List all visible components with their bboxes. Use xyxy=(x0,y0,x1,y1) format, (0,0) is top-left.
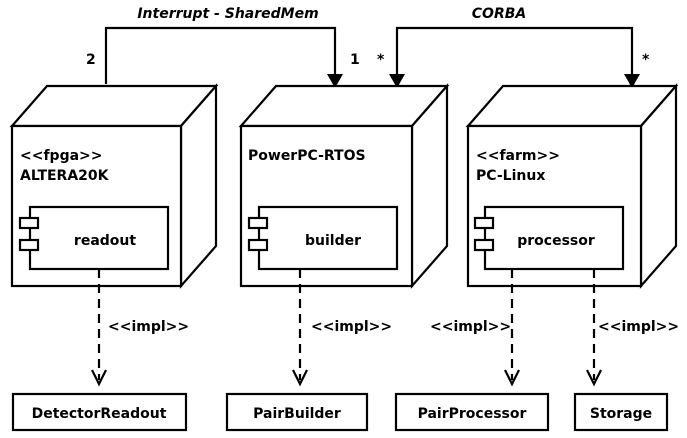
artifact-label: DetectorReadout xyxy=(32,406,167,422)
arrowhead-icon xyxy=(327,74,343,88)
component-box xyxy=(257,205,399,271)
connection-interrupt-sharedmem: Interrupt - SharedMem 2 1 xyxy=(86,6,360,88)
node-stereotype: <<farm>> xyxy=(476,148,560,164)
component-port-icon xyxy=(473,216,495,230)
node-name: PowerPC-RTOS xyxy=(248,148,366,164)
node-pc-linux: <<farm>> PC-Linux processor xyxy=(465,83,679,289)
arrowhead-icon xyxy=(91,369,107,387)
dependency-detectorreadout: <<impl>> xyxy=(91,269,189,387)
connection-corba-line xyxy=(395,26,634,88)
component-builder: builder xyxy=(247,205,399,271)
component-label: readout xyxy=(74,233,136,249)
dependency-storage: <<impl>> xyxy=(586,269,679,387)
multiplicity-label: * xyxy=(377,52,385,68)
artifact-label: PairProcessor xyxy=(418,406,527,422)
connection-label: Interrupt - SharedMem xyxy=(137,6,318,22)
connection-corba: CORBA * * xyxy=(377,6,650,88)
artifact-pairprocessor: PairProcessor xyxy=(394,392,550,432)
artifact-pairbuilder: PairBuilder xyxy=(225,392,369,432)
arrowhead-icon xyxy=(292,369,308,387)
multiplicity-label: 1 xyxy=(350,52,360,68)
dependency-label: <<impl>> xyxy=(311,319,392,335)
component-readout: readout xyxy=(18,205,170,271)
component-box xyxy=(28,205,170,271)
artifact-box xyxy=(225,392,369,432)
component-port-icon xyxy=(18,216,40,230)
connection-interrupt-line xyxy=(104,26,337,84)
connection-label: CORBA xyxy=(472,6,526,22)
dependency-pairbuilder: <<impl>> xyxy=(292,269,392,387)
dependency-label: <<impl>> xyxy=(108,319,189,335)
component-label: builder xyxy=(305,233,361,249)
artifact-box xyxy=(394,392,550,432)
component-label: processor xyxy=(517,233,595,249)
component-port-icon xyxy=(247,238,269,252)
node-stereotype: <<fpga>> xyxy=(20,148,103,164)
arrowhead-icon xyxy=(504,369,520,387)
component-port-icon xyxy=(18,238,40,252)
multiplicity-label: * xyxy=(642,52,650,68)
arrowhead-icon xyxy=(624,74,640,88)
artifact-label: PairBuilder xyxy=(253,406,341,422)
component-port-icon xyxy=(473,238,495,252)
dependency-label: <<impl>> xyxy=(430,319,511,335)
artifact-label: Storage xyxy=(590,406,652,422)
artifact-box xyxy=(11,392,188,432)
component-box xyxy=(483,205,625,271)
artifact-storage: Storage xyxy=(573,392,669,432)
node-powerpc-rtos: PowerPC-RTOS builder xyxy=(238,83,450,289)
dependency-label: <<impl>> xyxy=(598,319,679,335)
dependency-pairprocessor: <<impl>> xyxy=(430,269,520,387)
component-processor: processor xyxy=(473,205,625,271)
component-port-icon xyxy=(247,216,269,230)
artifact-box xyxy=(573,392,669,432)
node-altera20k: <<fpga>> ALTERA20K readout xyxy=(9,83,219,289)
artifact-detectorreadout: DetectorReadout xyxy=(11,392,188,432)
node-name: ALTERA20K xyxy=(20,168,110,184)
multiplicity-label: 2 xyxy=(86,52,96,68)
arrowhead-icon xyxy=(389,74,405,88)
arrowhead-icon xyxy=(586,369,602,387)
node-name: PC-Linux xyxy=(476,168,545,184)
